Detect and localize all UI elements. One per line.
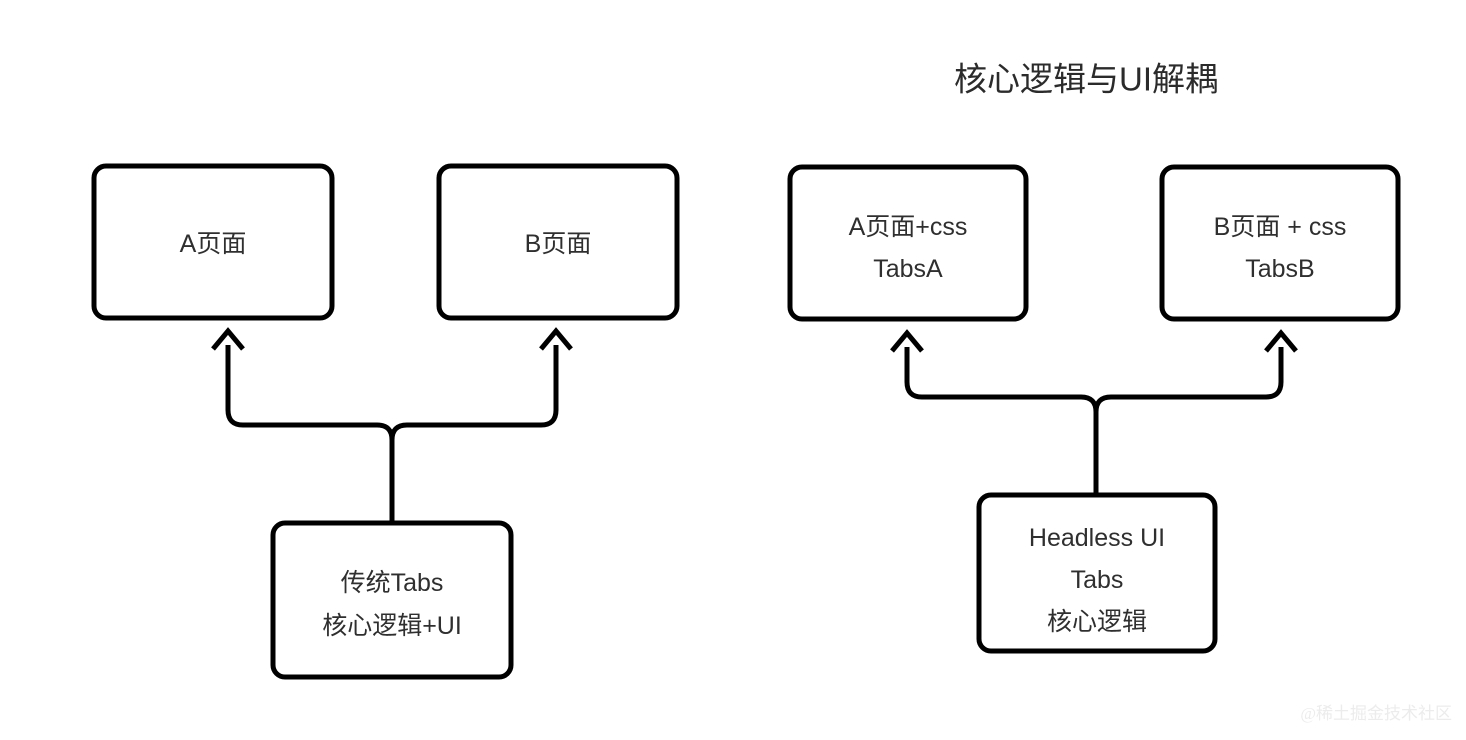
box-page-b-css-shape[interactable] (1159, 164, 1401, 322)
box-headless-ui-tabs-line1: Headless UI (1029, 524, 1165, 552)
box-page-a-css-line1: A页面+css (849, 213, 968, 241)
traditional-tabs-group: A页面 B页面 传统Tabs 核心逻辑+UI (91, 163, 680, 680)
arrow-head-page-a (211, 327, 245, 351)
watermark: @稀土掘金技术社区 (1300, 704, 1452, 723)
box-traditional-tabs-line1: 传统Tabs (341, 569, 444, 597)
box-page-a-label: A页面 (180, 230, 247, 258)
box-page-b-shape[interactable] (436, 163, 680, 321)
box-page-a-shape[interactable] (91, 163, 335, 321)
page-title: 核心逻辑与UI解耦 (954, 61, 1218, 98)
box-traditional-tabs-shape[interactable] (270, 520, 514, 680)
box-page-a-css-shape[interactable] (787, 164, 1029, 322)
box-traditional-tabs-line2: 核心逻辑+UI (322, 612, 462, 640)
box-page-a-css-line2: TabsA (873, 255, 943, 283)
box-page-b-css[interactable]: B页面 + css TabsB (1159, 164, 1401, 322)
box-traditional-tabs[interactable]: 传统Tabs 核心逻辑+UI (270, 520, 514, 680)
box-page-a[interactable]: A页面 (91, 163, 335, 321)
connector-traditional-to-page-b (389, 345, 559, 521)
connector-headless-to-page-b-css (1093, 347, 1284, 493)
box-page-b-css-line1: B页面 + css (1214, 213, 1347, 241)
box-page-b-label: B页面 (525, 230, 592, 258)
box-headless-ui-tabs-line3: 核心逻辑 (1047, 608, 1147, 636)
box-page-b-css-line2: TabsB (1245, 255, 1314, 283)
box-headless-ui-tabs-shape[interactable] (976, 492, 1218, 654)
headless-ui-group: A页面+css TabsA B页面 + css TabsB Headless U… (787, 164, 1401, 654)
box-headless-ui-tabs-line2: Tabs (1071, 566, 1124, 594)
box-page-b[interactable]: B页面 (436, 163, 680, 321)
connector-headless-to-page-a-css (904, 347, 1099, 493)
arrow-head-page-b-css (1264, 329, 1298, 353)
connector-traditional-to-page-a (225, 345, 395, 521)
box-headless-ui-tabs[interactable]: Headless UI Tabs 核心逻辑 (976, 492, 1218, 654)
arrow-head-page-a-css (890, 329, 924, 353)
box-page-a-css[interactable]: A页面+css TabsA (787, 164, 1029, 322)
arrow-head-page-b (539, 327, 573, 351)
